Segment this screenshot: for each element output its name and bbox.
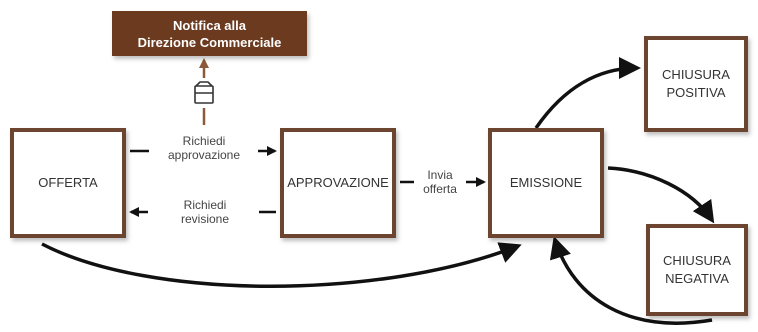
notification-box: Notifica alla Direzione Commerciale bbox=[112, 11, 307, 56]
edge-label-revision-line1: Richiedi bbox=[183, 198, 227, 212]
edge-emission-to-positive bbox=[534, 57, 641, 129]
node-chiusura-positiva[interactable]: CHIUSURA POSITIVA bbox=[644, 36, 748, 132]
edge-label-richiedi-approvazione: Richiedi approvazione bbox=[152, 134, 256, 162]
edge-emission-to-negative bbox=[607, 166, 715, 224]
edge-label-invia-offerta: Invia offerta bbox=[416, 168, 464, 196]
node-approvazione-label: APPROVAZIONE bbox=[287, 175, 389, 190]
node-chiusura-positiva-line1: CHIUSURA bbox=[662, 67, 730, 82]
notification-line2: Direzione Commerciale bbox=[137, 34, 282, 50]
node-emissione[interactable]: EMISSIONE bbox=[488, 128, 604, 238]
notification-line1: Notifica alla bbox=[173, 17, 246, 33]
node-approvazione[interactable]: APPROVAZIONE bbox=[280, 128, 396, 238]
edge-label-approval-line1: Richiedi bbox=[182, 134, 226, 148]
tray-box-icon bbox=[194, 81, 214, 104]
node-chiusura-negativa[interactable]: CHIUSURA NEGATIVA bbox=[646, 224, 748, 316]
edge-offer-to-emission bbox=[41, 242, 522, 288]
node-offerta-label: OFFERTA bbox=[38, 175, 98, 190]
edge-label-richiedi-revisione: Richiedi revisione bbox=[160, 198, 250, 226]
node-emissione-label: EMISSIONE bbox=[509, 175, 583, 190]
edge-label-send-line1: Invia bbox=[427, 168, 453, 182]
edge-label-revision-line2: revisione bbox=[180, 212, 230, 226]
edge-label-send-line2: offerta bbox=[423, 182, 457, 196]
edge-label-approval-line2: approvazione bbox=[167, 148, 241, 162]
edge-negative-to-emission bbox=[549, 236, 713, 325]
node-chiusura-positiva-line2: POSITIVA bbox=[666, 85, 726, 100]
node-offerta[interactable]: OFFERTA bbox=[10, 128, 126, 238]
node-chiusura-negativa-line2: NEGATIVA bbox=[665, 271, 729, 286]
node-chiusura-negativa-line1: CHIUSURA bbox=[663, 253, 731, 268]
